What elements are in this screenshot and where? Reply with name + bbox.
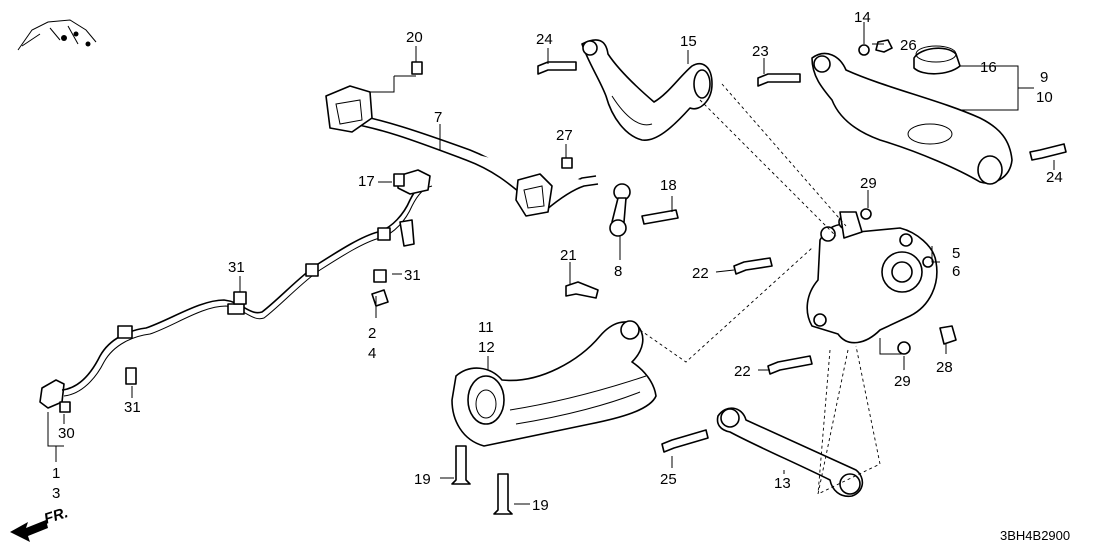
label-part-20: 20 xyxy=(406,29,423,46)
label-part-29-top: 29 xyxy=(860,175,877,192)
label-part-3: 3 xyxy=(52,485,60,502)
label-part-6: 6 xyxy=(952,263,960,280)
label-part-19-left: 19 xyxy=(414,471,431,488)
sensor-harness xyxy=(39,169,433,409)
label-part-31-right: 31 xyxy=(404,267,421,284)
label-part-22-bottom: 22 xyxy=(734,363,751,380)
label-part-17: 17 xyxy=(358,173,375,190)
label-part-1: 1 xyxy=(52,465,60,482)
label-part-15: 15 xyxy=(680,33,697,50)
label-part-24-right: 24 xyxy=(1046,169,1063,186)
label-part-12: 12 xyxy=(478,339,495,356)
vehicle-thumbnail xyxy=(17,19,97,51)
label-part-19-right: 19 xyxy=(532,497,549,514)
label-part-5: 5 xyxy=(952,245,960,262)
stabilizer-link xyxy=(609,183,631,237)
trailing-arm xyxy=(451,320,657,447)
front-direction-label: FR. xyxy=(42,504,70,528)
label-part-11: 11 xyxy=(478,319,494,336)
label-part-21: 21 xyxy=(560,247,577,264)
front-direction-arrow: FR. xyxy=(10,504,70,542)
label-part-7: 7 xyxy=(434,109,442,126)
label-part-27: 27 xyxy=(556,127,573,144)
label-part-26: 26 xyxy=(900,37,917,54)
label-part-29-bottom: 29 xyxy=(894,373,911,390)
label-part-28: 28 xyxy=(936,359,953,376)
label-part-30: 30 xyxy=(58,425,75,442)
label-part-4: 4 xyxy=(368,345,376,362)
lower-control-arm xyxy=(811,45,1013,185)
label-part-31-left: 31 xyxy=(124,399,141,416)
stabilizer-bar xyxy=(325,85,599,217)
lower-arm xyxy=(716,407,864,498)
label-part-13: 13 xyxy=(774,475,791,492)
label-part-23: 23 xyxy=(752,43,769,60)
label-part-10: 10 xyxy=(1036,89,1053,106)
label-part-8: 8 xyxy=(614,263,622,280)
knuckle xyxy=(806,211,938,344)
fasteners xyxy=(59,39,1067,515)
label-part-22-top: 22 xyxy=(692,265,709,282)
label-part-31-mid: 31 xyxy=(228,259,245,276)
label-part-18: 18 xyxy=(660,177,677,194)
part-labels: 1 3 30 31 31 31 2 4 17 20 7 24 27 15 18 … xyxy=(52,9,1063,514)
label-part-9: 9 xyxy=(1040,69,1048,86)
label-part-25: 25 xyxy=(660,471,677,488)
label-part-24-top: 24 xyxy=(536,31,553,48)
label-part-14: 14 xyxy=(854,9,871,26)
label-part-2: 2 xyxy=(368,325,376,342)
diagram-code: 3BH4B2900 xyxy=(1000,528,1070,543)
upper-arm xyxy=(581,39,713,141)
leader-lines xyxy=(47,22,1055,505)
label-part-16: 16 xyxy=(980,59,997,76)
